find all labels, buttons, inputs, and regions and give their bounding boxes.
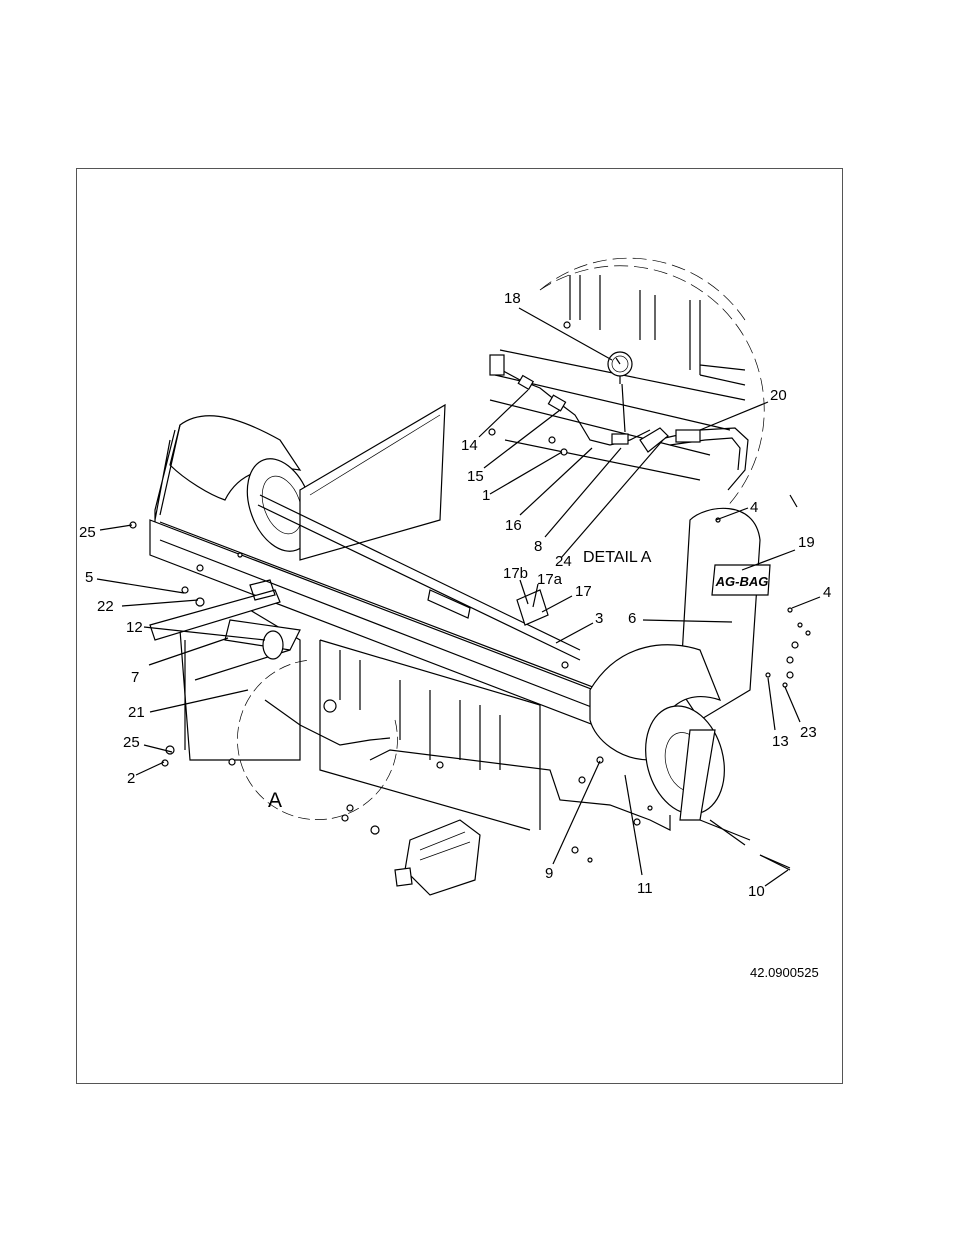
gearbox bbox=[404, 819, 481, 896]
callout-17: 17 bbox=[575, 583, 592, 600]
callout-14: 14 bbox=[461, 437, 478, 454]
callout-22: 22 bbox=[97, 598, 114, 615]
small-gauge-icon bbox=[323, 699, 337, 713]
callout-11: 11 bbox=[637, 880, 653, 897]
leader-lines bbox=[96, 307, 821, 887]
callout-25-bottom: 25 bbox=[123, 734, 140, 751]
drawing-frame bbox=[76, 168, 843, 1084]
detail-a-view bbox=[488, 257, 765, 531]
callout-8: 8 bbox=[534, 538, 542, 555]
callout-24: 24 bbox=[555, 553, 572, 570]
backing-plate bbox=[299, 403, 446, 561]
callout-16: 16 bbox=[505, 517, 522, 534]
callout-17a: 17a bbox=[537, 571, 563, 588]
callout-15: 15 bbox=[467, 468, 484, 485]
callout-1: 1 bbox=[482, 487, 490, 504]
logo-text: AG-BAG bbox=[715, 574, 769, 589]
detail-a-marker: A bbox=[268, 789, 282, 812]
document-number: 42.0900525 bbox=[750, 965, 819, 980]
callout-7: 7 bbox=[131, 669, 139, 686]
hardware-bolts bbox=[129, 494, 811, 869]
callout-9: 9 bbox=[545, 865, 553, 882]
callout-2: 2 bbox=[127, 770, 135, 787]
callout-19: 19 bbox=[798, 534, 815, 551]
callout-6: 6 bbox=[628, 610, 636, 627]
callout-4-top: 4 bbox=[750, 499, 758, 516]
callout-18: 18 bbox=[504, 290, 521, 307]
detail-a-title: DETAIL A bbox=[583, 549, 652, 566]
callout-20: 20 bbox=[770, 387, 787, 404]
callout-5: 5 bbox=[85, 569, 93, 586]
callout-13: 13 bbox=[772, 733, 789, 750]
callout-labels: 25 5 22 12 7 21 25 2 18 14 15 1 16 8 24 … bbox=[79, 290, 831, 900]
main-assembly: AG-BAG bbox=[129, 403, 811, 896]
callout-21: 21 bbox=[128, 704, 145, 721]
callout-12: 12 bbox=[126, 619, 143, 636]
callout-3: 3 bbox=[595, 610, 603, 627]
callout-17b: 17b bbox=[503, 565, 528, 582]
callout-4-right: 4 bbox=[823, 584, 831, 601]
pressure-switch bbox=[516, 589, 549, 626]
callout-25-top: 25 bbox=[79, 524, 96, 541]
callout-10: 10 bbox=[748, 883, 765, 900]
ag-bag-logo-plate bbox=[711, 564, 771, 596]
callout-23: 23 bbox=[800, 724, 817, 741]
